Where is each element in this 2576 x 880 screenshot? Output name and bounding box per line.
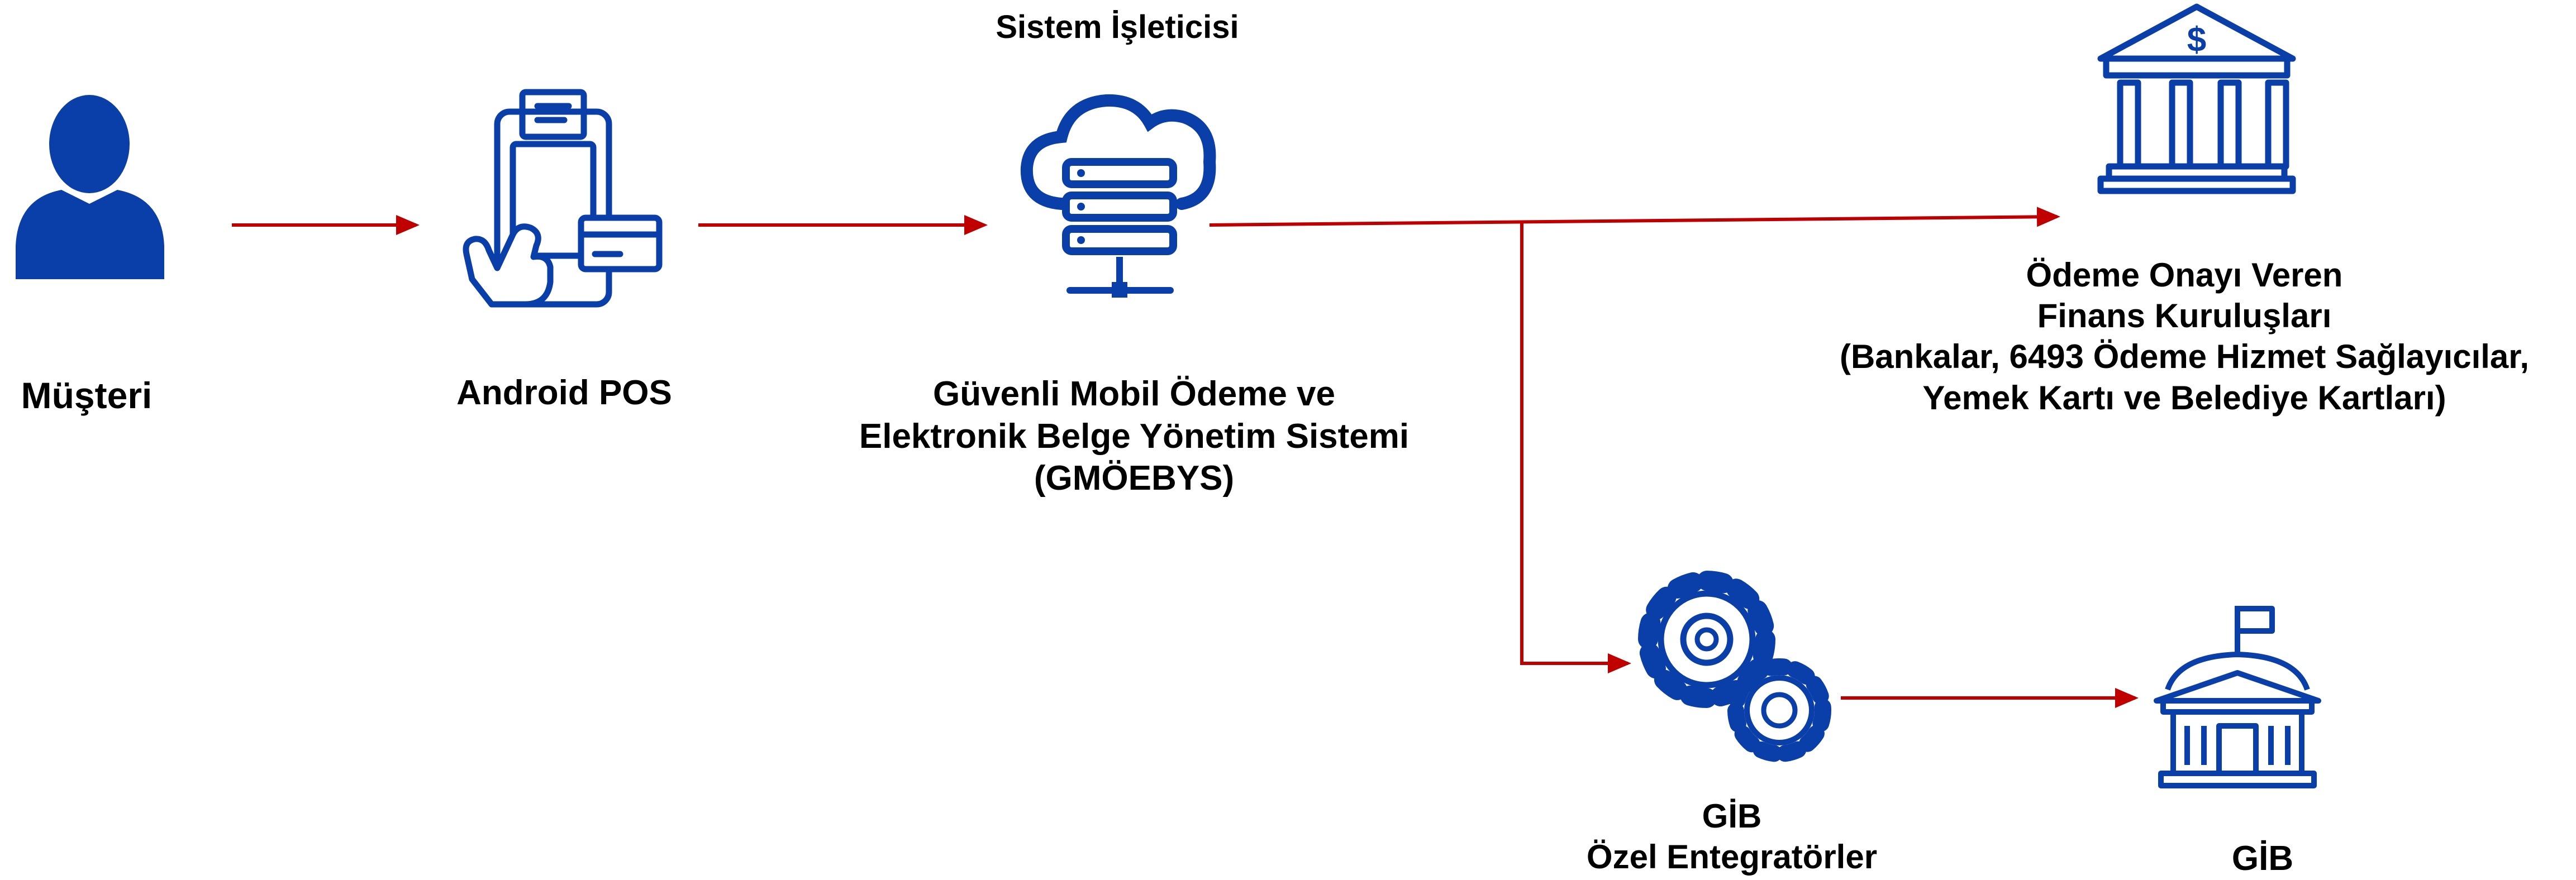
connectors xyxy=(232,207,2139,708)
gears-icon xyxy=(1638,571,1831,762)
gmoebys-label-line: Güvenli Mobil Ödeme ve xyxy=(932,375,1336,413)
user-icon xyxy=(16,95,164,279)
finance-label-line: (Bankalar, 6493 Ödeme Hizmet Sağlayıcıla… xyxy=(1840,338,2529,376)
gib-label: GİB xyxy=(2231,839,2294,878)
dollar-sign-icon: $ xyxy=(2187,21,2206,59)
android-pos-icon xyxy=(463,89,663,308)
bank-icon xyxy=(2097,3,2296,194)
operator-title: Sistem İşleticisi xyxy=(996,9,1239,45)
integrators-label-line: GİB xyxy=(1702,797,1762,835)
gmoebys-label: Güvenli Mobil Ödeme ve Elektronik Belge … xyxy=(771,373,1497,500)
integrators-label-line: Özel Entegratörler xyxy=(1586,838,1878,876)
android-pos-label: Android POS xyxy=(456,374,672,412)
gmoebys-label-line: (GMÖEBYS) xyxy=(1034,459,1235,498)
finance-label-line: Finans Kuruluşları xyxy=(2037,297,2332,335)
cloud-server-icon xyxy=(1020,94,1216,298)
arrow-gmoebys-to-finance xyxy=(1209,207,2060,227)
customer-label: Müşteri xyxy=(21,375,153,416)
government-building-icon xyxy=(2154,606,2321,788)
arrow-branch-to-integrators xyxy=(1520,222,1631,673)
finance-institutions-label: Ödeme Onayı Veren Finans Kuruluşları (Ba… xyxy=(1799,255,2570,418)
integrators-label: GİB Özel Entegratörler xyxy=(1520,796,1944,877)
finance-label-line: Yemek Kartı ve Belediye Kartları) xyxy=(1922,379,2446,417)
finance-label-line: Ödeme Onayı Veren xyxy=(2026,256,2343,294)
gmoebys-label-line: Elektronik Belge Yönetim Sistemi xyxy=(859,417,1410,456)
